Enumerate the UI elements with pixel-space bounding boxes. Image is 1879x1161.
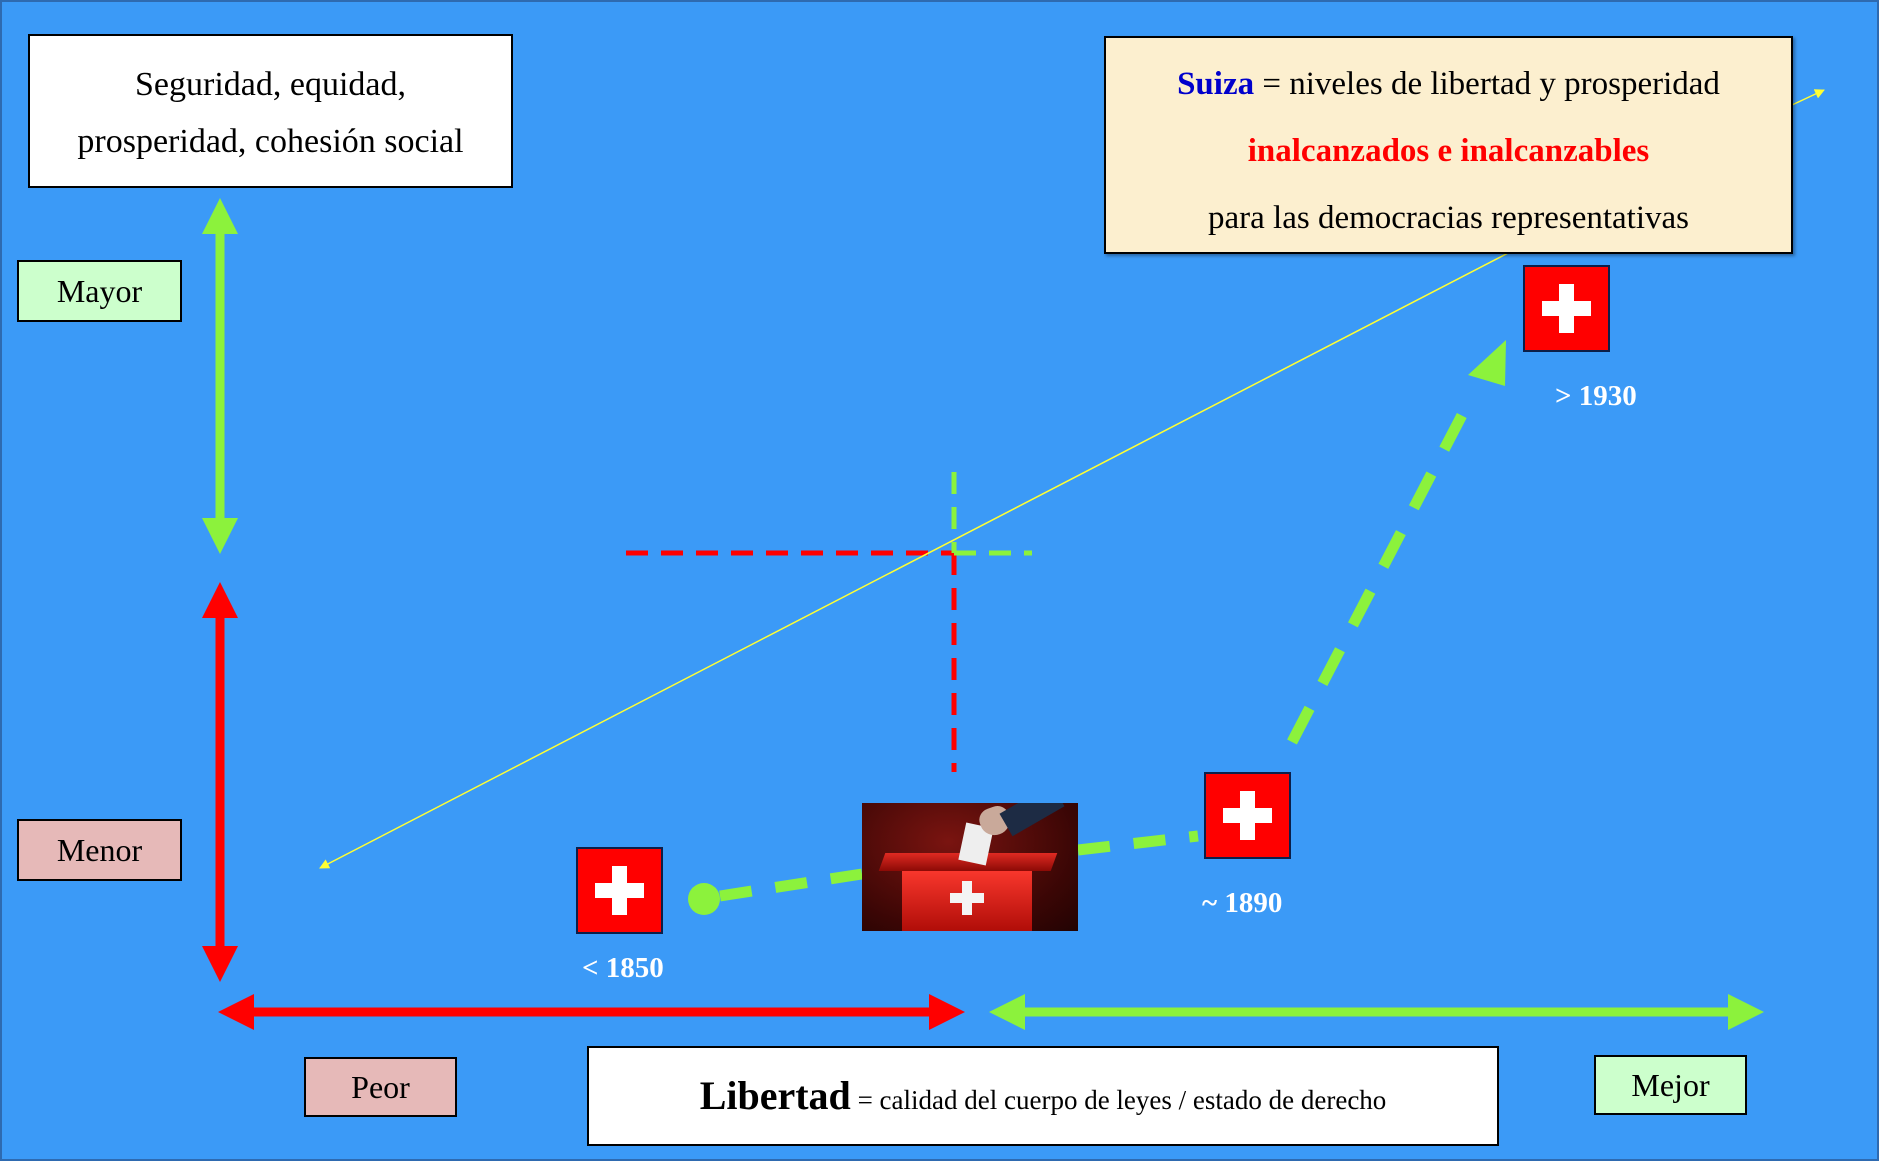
x-axis-right-arrow [989, 994, 1764, 1030]
x-axis-left-arrow [218, 994, 965, 1030]
milestone-label-1850: < 1850 [582, 952, 664, 984]
y-axis-title-line2: prosperidad, cohesión social [77, 123, 464, 160]
swiss-flag-icon-1890 [1204, 772, 1291, 859]
trajectory-path [688, 340, 1506, 915]
reference-crosshair-red [626, 550, 957, 772]
y-axis-upper-arrow [202, 198, 238, 554]
callout-line3: para las democracias representativas [1208, 200, 1689, 236]
guide-callout-pointer [1791, 89, 1825, 106]
y-axis-title-line1: Seguridad, equidad, [135, 66, 406, 103]
x-label-mejor: Mejor [1594, 1055, 1747, 1115]
swiss-flag-icon-1850 [576, 847, 663, 934]
y-axis-title: Seguridad, equidad, prosperidad, cohesió… [28, 34, 513, 188]
callout-line2: inalcanzados e inalcanzables [1247, 133, 1650, 169]
x-axis-title-rest: = calidad del cuerpo de leyes / estado d… [850, 1085, 1387, 1115]
callout-line1-rest: = niveles de libertad y prosperidad [1254, 66, 1720, 102]
suiza-callout: Suiza = niveles de libertad y prosperida… [1104, 36, 1793, 254]
y-axis-lower-arrow [202, 582, 238, 982]
x-label-peor: Peor [304, 1057, 457, 1117]
trajectory-arrowhead [1468, 340, 1506, 386]
y-label-menor: Menor [17, 819, 182, 881]
callout-line1: Suiza = niveles de libertad y prosperida… [1106, 51, 1791, 118]
x-axis-title: Libertad = calidad del cuerpo de leyes /… [587, 1046, 1499, 1146]
ballot-box-image [862, 803, 1078, 931]
x-axis-title-bold: Libertad [699, 1073, 851, 1118]
reference-crosshair-green [951, 472, 1032, 556]
callout-suiza: Suiza [1177, 66, 1255, 102]
y-label-mayor: Mayor [17, 260, 182, 322]
milestone-label-1930: > 1930 [1555, 380, 1637, 412]
swiss-flag-icon-1930 [1523, 265, 1610, 352]
milestone-label-1890: ~ 1890 [1202, 887, 1283, 919]
trajectory-start-dot [688, 883, 720, 915]
guide-diagonal-line [319, 250, 1513, 869]
